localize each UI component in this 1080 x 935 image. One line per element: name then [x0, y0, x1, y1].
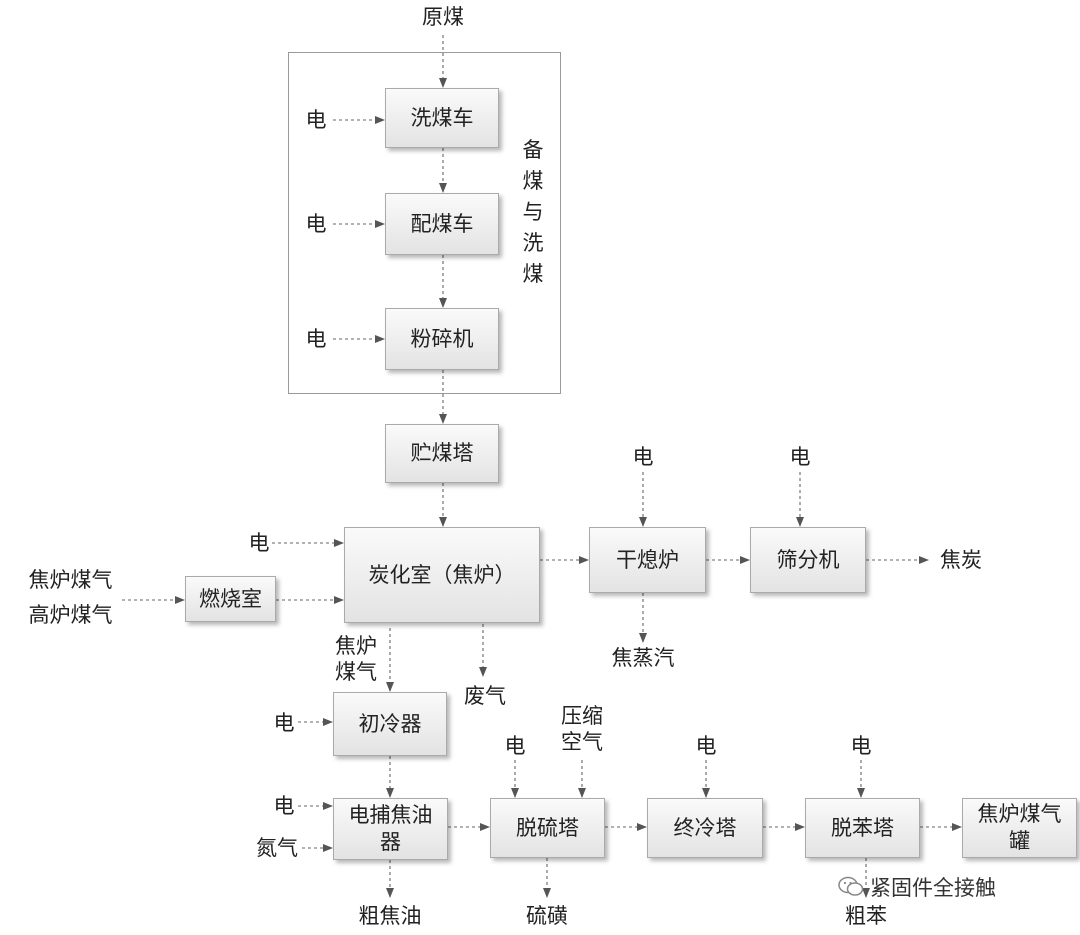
sulfur-label: 硫磺 — [526, 904, 568, 928]
wash-car-node: 洗煤车 — [385, 88, 499, 148]
combustion-chamber-node: 燃烧室 — [185, 576, 276, 622]
coal-prep-group — [288, 52, 561, 394]
crusher-node: 粉碎机 — [385, 308, 499, 370]
mix-car-node: 配煤车 — [385, 193, 499, 255]
screening-machine-node: 筛分机 — [750, 527, 866, 593]
elec-label-desulf: 电 — [504, 734, 526, 758]
nitrogen-label: 氮气 — [256, 836, 298, 860]
elec-label-tar: 电 — [273, 794, 295, 818]
waste-gas-label: 废气 — [464, 684, 506, 708]
coke-gas-tank-node: 焦炉煤气罐 — [962, 798, 1077, 858]
tar-precipitator-node: 电捕焦油器 — [333, 798, 448, 860]
coal-tower-node: 贮煤塔 — [385, 424, 499, 483]
elec-label-screen: 电 — [789, 445, 811, 469]
elec-label-wash: 电 — [305, 108, 327, 132]
watermark: 紧固件全接触 — [838, 872, 996, 902]
compressed-air-label: 压缩 空气 — [561, 704, 603, 754]
coal-prep-group-label: 备 煤 与 洗 煤 — [522, 138, 544, 286]
crude-tar-label: 粗焦油 — [358, 904, 422, 928]
elec-label-cool1: 电 — [273, 711, 295, 735]
desulfurization-tower-node: 脱硫塔 — [490, 798, 605, 858]
elec-label-final: 电 — [695, 734, 717, 758]
coke-oven-gas-flow-label: 焦炉 煤气 — [335, 634, 377, 684]
final-cooling-tower-node: 终冷塔 — [647, 798, 763, 858]
elec-label-crush: 电 — [305, 327, 327, 351]
carbonization-chamber-node: 炭化室（焦炉） — [344, 527, 540, 623]
dry-quench-node: 干熄炉 — [589, 527, 706, 593]
elec-label-mix: 电 — [305, 212, 327, 236]
elec-label-quench: 电 — [632, 445, 654, 469]
coke-output-label: 焦炭 — [940, 548, 982, 572]
debenzolization-tower-node: 脱苯塔 — [805, 798, 920, 858]
primary-cooler-node: 初冷器 — [333, 692, 447, 756]
blast-furnace-gas-label: 高炉煤气 — [28, 603, 113, 627]
elec-label-benz: 电 — [850, 734, 872, 758]
crude-benzene-label: 粗苯 — [845, 904, 887, 928]
coke-steam-label: 焦蒸汽 — [611, 646, 675, 670]
elec-label-carbon: 电 — [248, 531, 270, 555]
coke-oven-gas-input-label: 焦炉煤气 — [28, 568, 113, 592]
raw-coal-label: 原煤 — [422, 5, 464, 29]
wechat-icon — [838, 876, 864, 896]
